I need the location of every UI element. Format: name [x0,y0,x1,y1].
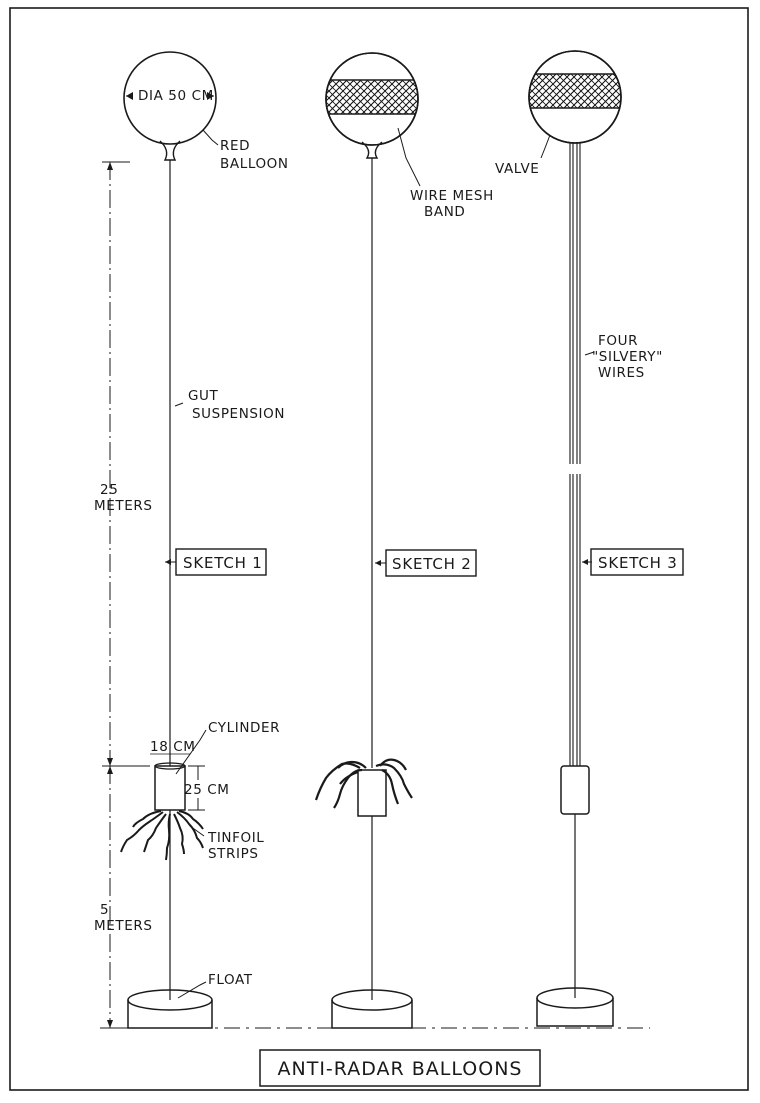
tinfoil-strips [120,810,204,861]
sketch-3-box [590,548,684,576]
four-wires-label-line1: FOUR [598,333,638,349]
cylinder-3 [560,765,590,815]
sketch-3: VALVE FOUR "SILVERY" WIRES SKETCH 3 [495,50,684,1027]
cylinder-shape [154,765,186,811]
gut-label-line2: SUSPENSION [192,406,285,422]
gut-label-line1: GUT [188,388,219,404]
sketch-2-label: SKETCH 2 [392,555,472,573]
red-balloon-label-line2: BALLOON [220,156,289,172]
cylinder-width-label: 18 CM [150,739,196,755]
diameter-label: DIA 50 CM [138,88,214,104]
sketch-2-box [385,549,477,577]
four-silvery-wires [569,142,581,766]
sketch-1: DIA 50 CM [94,51,289,1029]
float-label: FLOAT [208,972,253,988]
cylinder-2 [357,769,387,817]
wire-mesh-label-line2: BAND [424,204,465,220]
four-wires-label-line2: "SILVERY" [592,349,663,365]
length-5m-label-line1: 5 [100,902,109,918]
page-frame [9,7,749,1091]
tinfoil-label-line2: STRIPS [208,846,259,862]
four-wires-label-line3: WIRES [598,365,645,381]
wire-mesh-label-line1: WIRE MESH [410,188,494,204]
wire-mesh-band [326,80,418,114]
sketch-1-label: SKETCH 1 [183,554,263,572]
length-25m-label-line1: 25 [100,482,118,498]
length-25m-label-line2: METERS [94,498,153,514]
length-5m-label-line2: METERS [94,918,153,934]
sketch-1-box [175,548,267,576]
cylinder-height-label: 25 CM [184,782,230,798]
wire-mesh-band-3 [529,74,621,108]
sketch-3-label: SKETCH 3 [598,554,678,572]
sketch-2: WIRE MESH BAND SKETCH 2 [314,52,494,1029]
cylinder-label: CYLINDER [208,720,280,736]
tinfoil-strips-2 [314,758,413,809]
title-box [259,1049,541,1087]
tinfoil-label-line1: TINFOIL [207,830,264,846]
diagram-title: ANTI-RADAR BALLOONS [278,1058,523,1080]
float-3 [536,987,614,1027]
red-balloon-label-line1: RED [220,138,250,154]
valve-label: VALVE [495,161,539,177]
red-balloon [123,51,217,145]
